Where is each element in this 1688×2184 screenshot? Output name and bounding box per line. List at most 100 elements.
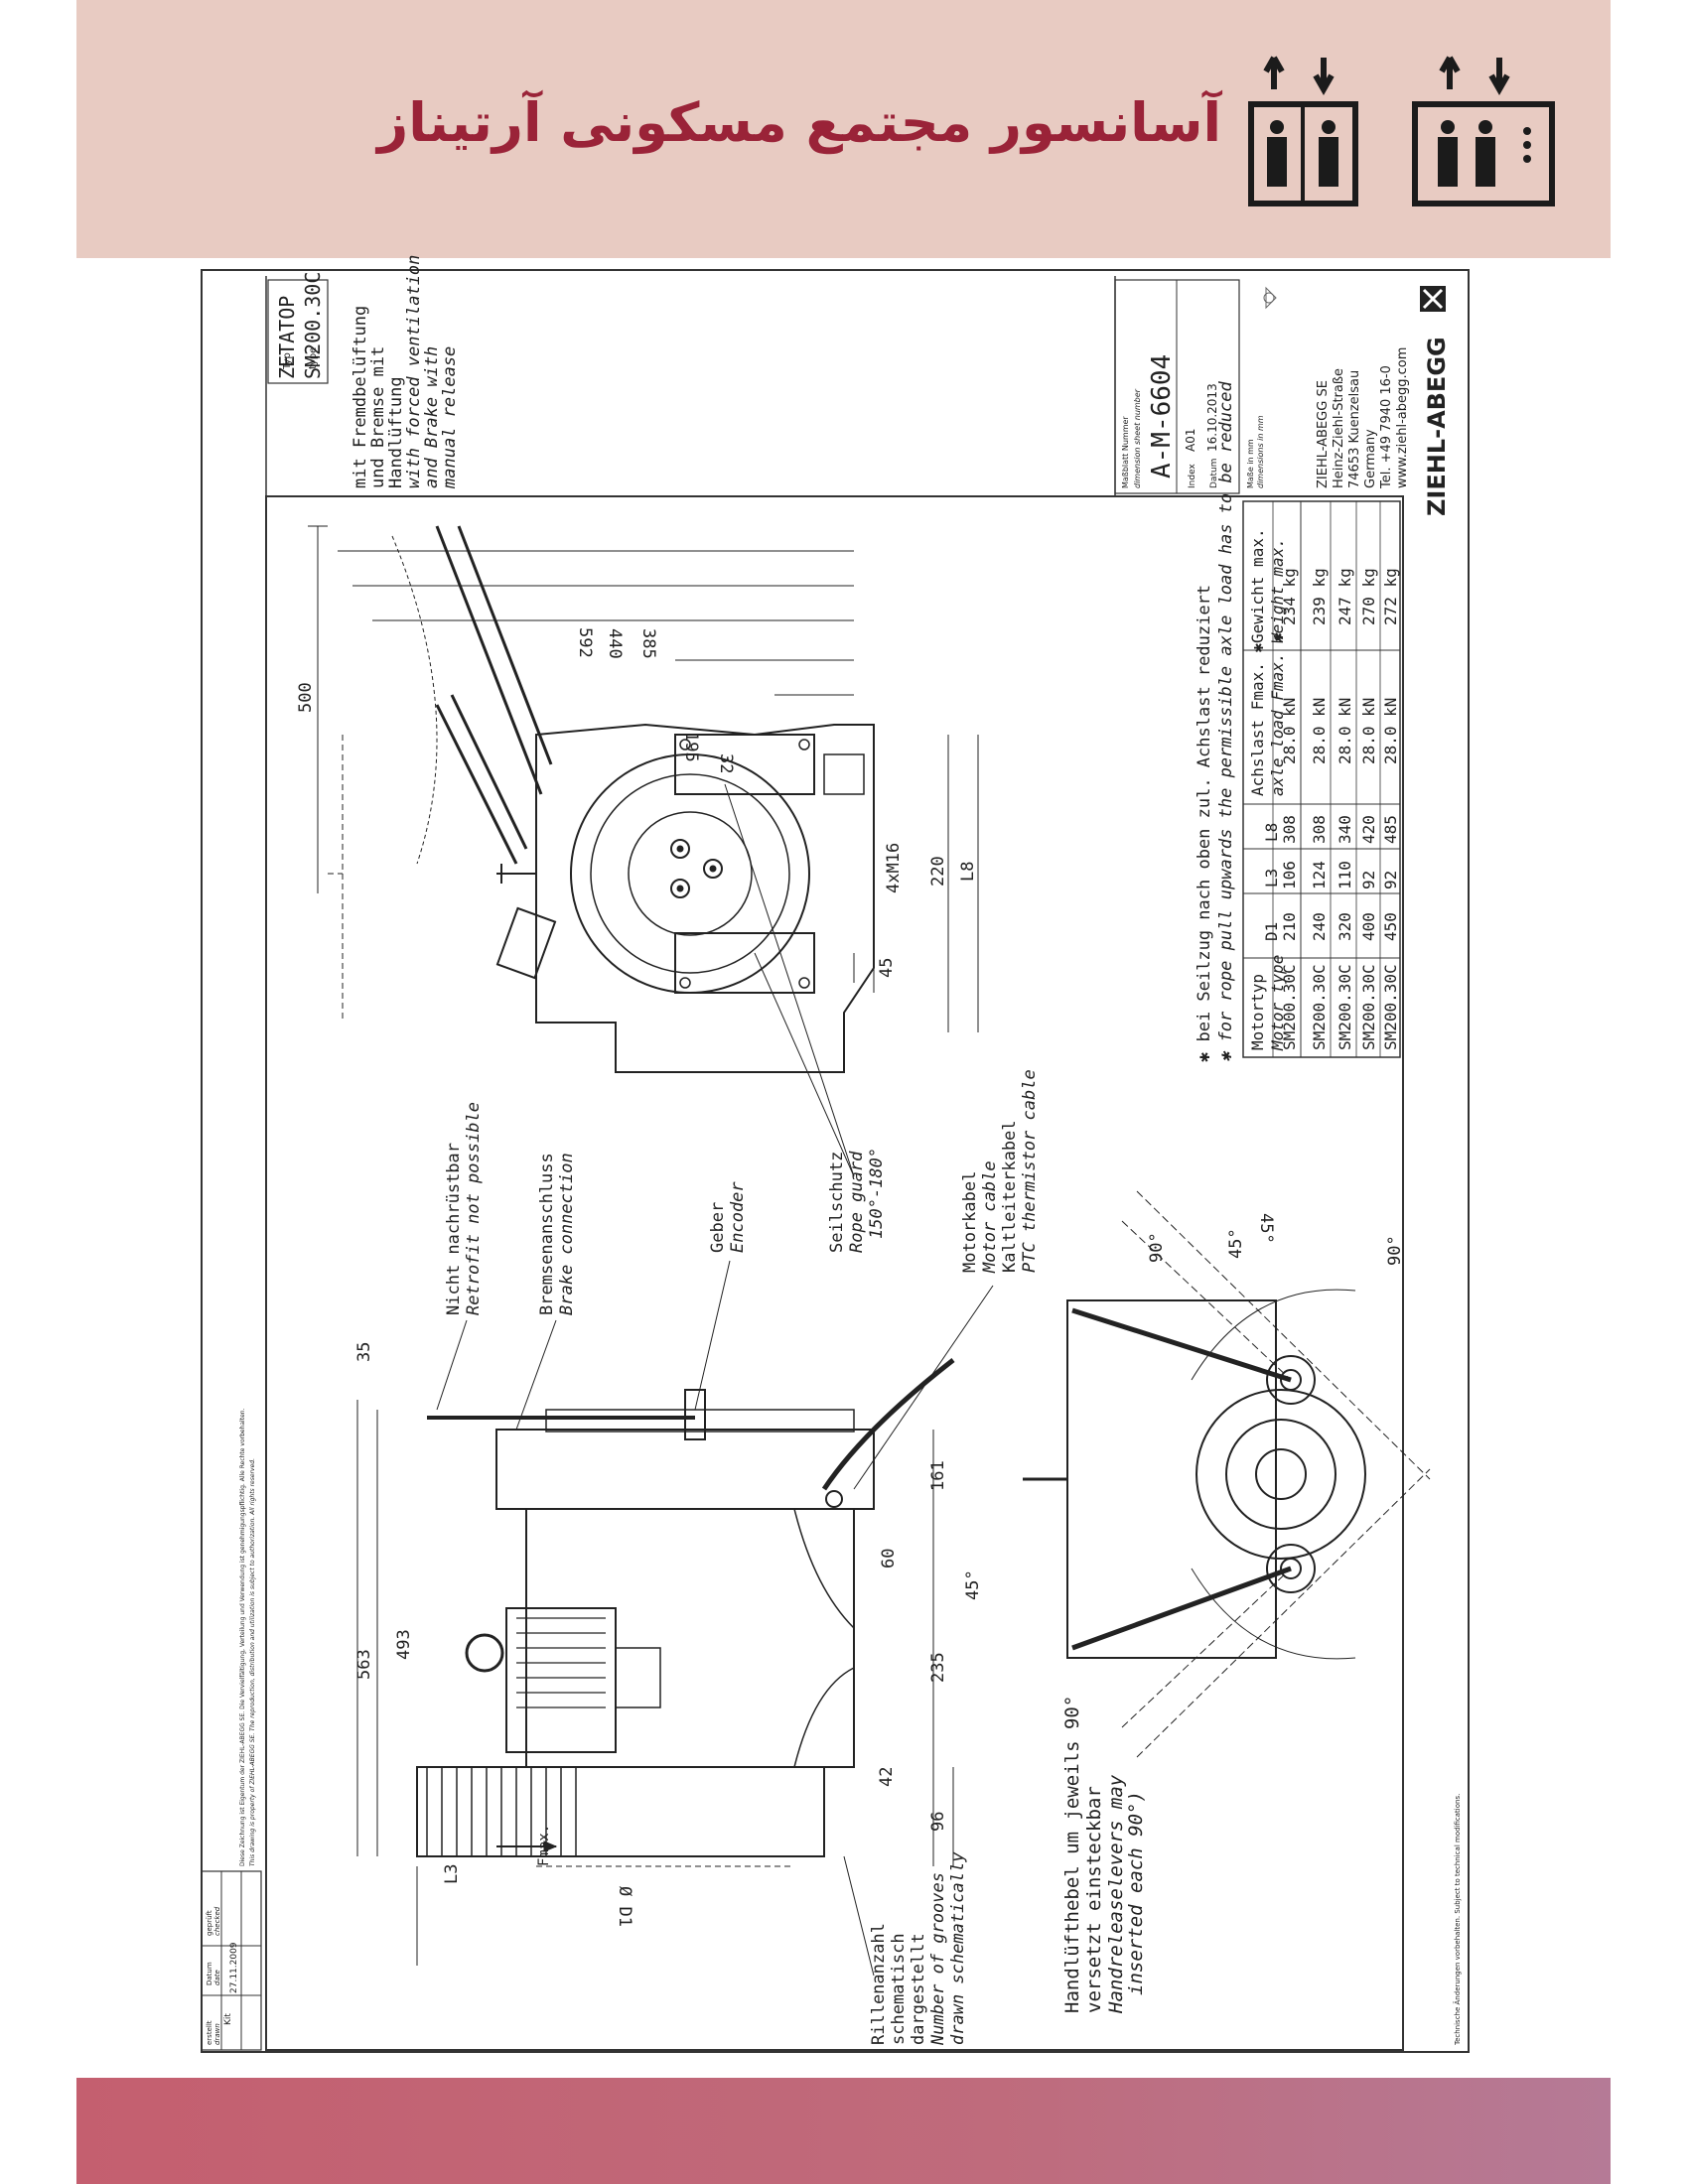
table-header-l3: L3 xyxy=(1262,869,1281,887)
label-hand-2: versetzt einsteckbar xyxy=(1083,1786,1105,2013)
table-cell: 247 kg xyxy=(1336,568,1354,625)
dim-493: 493 xyxy=(394,1629,414,1660)
type-label: type xyxy=(308,347,319,369)
index-value: A01 xyxy=(1184,429,1197,452)
desc-en-1: with forced ventilation xyxy=(404,255,424,488)
angle-45-b: 45° xyxy=(1256,1213,1276,1244)
label-nicht-de: Nicht nachrüstbar xyxy=(444,1143,464,1315)
dim-563: 563 xyxy=(354,1649,374,1680)
table-cell: 239 kg xyxy=(1310,568,1329,625)
note-en: ✱ for rope pull upwards the permissible … xyxy=(1216,380,1236,1062)
table-cell: 400 xyxy=(1359,912,1378,941)
motor-end-view xyxy=(328,525,875,1073)
table-cell: 110 xyxy=(1336,861,1354,889)
units-label-en: dimensions in mm xyxy=(1256,415,1265,488)
checked-label-en: checked xyxy=(213,1906,221,1936)
table-cell: SM200.30C xyxy=(1280,964,1299,1050)
table-cell: 485 xyxy=(1381,815,1400,844)
copyright-en: This drawing is property of ZIEHL-ABEGG … xyxy=(249,1458,256,1866)
label-seil-en-1: Rope guard xyxy=(847,1151,867,1253)
dim-4xM16: 4xM16 xyxy=(884,843,904,893)
angle-45-c: 45° xyxy=(1226,1228,1246,1259)
label-nicht-en: Retrofit not possible xyxy=(464,1102,484,1315)
label-hand-3: Handreleaselevers may xyxy=(1105,1774,1127,2014)
dim-592: 592 xyxy=(575,627,595,658)
fmax-label: Fmax. xyxy=(536,1825,552,1866)
dim-35: 35 xyxy=(354,1342,374,1362)
table-cell: 28.0 kN xyxy=(1359,698,1378,764)
dim-440: 440 xyxy=(605,628,625,659)
table-header-weight-en: Weight max. xyxy=(1268,538,1287,643)
motor-side-view xyxy=(416,1358,955,1857)
label-rillen-3: dargestellt xyxy=(909,1933,928,2045)
table-cell: SM200.30C xyxy=(1310,964,1329,1050)
table-cell: 420 xyxy=(1359,815,1378,844)
label-motor-de-1: Motorkabel xyxy=(960,1171,980,1273)
dim-D1: Ø D1 xyxy=(615,1886,634,1927)
table-cell: 308 xyxy=(1280,815,1299,844)
dim-385: 385 xyxy=(638,628,658,659)
label-seil-en-2: 150°-180° xyxy=(867,1148,887,1239)
sheet-number-label-en: dimension sheet number xyxy=(1133,388,1142,488)
angle-90-b: 90° xyxy=(1385,1235,1405,1266)
table-cell: 340 xyxy=(1336,815,1354,844)
label-motor-en-1: Motor cable xyxy=(980,1160,1000,1274)
dim-60: 60 xyxy=(879,1549,899,1569)
copyright-de: Diese Zeichnung ist Eigentum der ZIEHL-A… xyxy=(239,1408,246,1866)
table-cell: 450 xyxy=(1381,912,1400,941)
note-de: ✱ bei Seilzug nach oben zul. Achslast re… xyxy=(1195,585,1214,1062)
company-web: www.ziehl-abegg.com xyxy=(1395,347,1410,488)
dim-195: 195 xyxy=(681,732,701,762)
sheet-number: A-M-6604 xyxy=(1147,354,1177,478)
date-label-drawn-en: date xyxy=(213,1970,221,1985)
footer-band xyxy=(76,2078,1611,2184)
drawn-label: erstellt xyxy=(206,2020,213,2045)
desc-en-3: manual release xyxy=(440,346,460,489)
desc-en-2: and Brake with xyxy=(422,346,442,488)
model-line-1: ZETATOP xyxy=(275,296,299,379)
table-header-achslast: Achslast Fmax. ✱ xyxy=(1248,643,1267,796)
units-label: Maße in mm xyxy=(1246,439,1255,488)
checked-label: geprüft xyxy=(206,1910,213,1936)
table-cell: 92 xyxy=(1359,871,1378,889)
desc-de-2: und Bremse mit xyxy=(368,346,388,488)
company-country: Germany xyxy=(1363,429,1378,488)
table-cell: 308 xyxy=(1310,815,1329,844)
company-name: ZIEHL-ABEGG SE xyxy=(1316,380,1331,488)
table-cell: 234 kg xyxy=(1280,568,1299,625)
table-cell: SM200.30C xyxy=(1381,964,1400,1050)
dim-L3: L3 xyxy=(442,1864,462,1884)
table-header-motortyp: Motortyp xyxy=(1248,974,1267,1050)
table-cell: 124 xyxy=(1310,861,1329,889)
dim-L8: L8 xyxy=(958,862,978,882)
table-header-motortype-en: Motor type xyxy=(1268,955,1287,1051)
label-hand-4: inserted each 90°) xyxy=(1125,1791,1147,1995)
company-street: Heinz-Ziehl-Straße xyxy=(1332,368,1346,488)
label-geber-en: Encoder xyxy=(728,1181,748,1253)
label-motor-en-2: PTC thermistor cable xyxy=(1020,1069,1040,1273)
table-cell: SM200.30C xyxy=(1359,964,1378,1050)
sheet-number-label: Maßblatt Nummer xyxy=(1121,416,1130,488)
motor-table xyxy=(1242,500,1401,1058)
table-header-d1: D1 xyxy=(1262,922,1281,941)
date-value: 16.10.2013 xyxy=(1205,383,1219,452)
table-cell: 270 kg xyxy=(1359,568,1378,625)
footer-note: Technische Änderungen vorbehalten. Subje… xyxy=(1453,1794,1462,2046)
table-cell: 106 xyxy=(1280,861,1299,889)
date-label: Datum xyxy=(1209,459,1219,488)
desc-de-3: Handlüftung xyxy=(386,376,406,488)
dim-220: 220 xyxy=(928,856,948,887)
table-cell: 272 kg xyxy=(1381,568,1400,625)
label-seil-de: Seilschutz xyxy=(827,1152,847,1253)
dim-500: 500 xyxy=(296,682,316,713)
dim-42: 42 xyxy=(877,1767,897,1787)
table-cell: 28.0 kN xyxy=(1280,698,1299,764)
model-line-2: SM200.30C xyxy=(301,272,325,379)
label-rillen-1: Rillenanzahl xyxy=(869,1923,889,2045)
motor-front-view xyxy=(1023,1190,1431,1758)
company-tel: Tel. +49 7940 16-0 xyxy=(1379,365,1394,489)
table-cell: 210 xyxy=(1280,912,1299,941)
label-geber-de: Geber xyxy=(708,1202,728,1253)
label-hand-1: Handlüfthebel um jeweils 90° xyxy=(1061,1696,1083,2013)
